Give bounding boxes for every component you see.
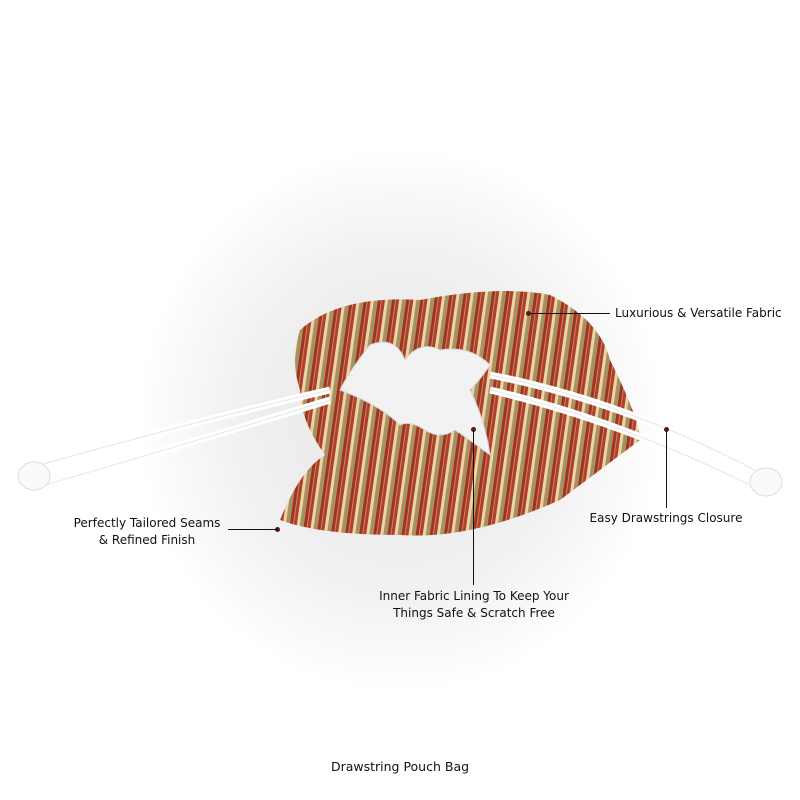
callout-dot-fabric xyxy=(526,311,531,316)
callout-seams-line2: & Refined Finish xyxy=(98,533,196,547)
drawstring-left xyxy=(39,386,332,489)
callout-lining-line2: Things Safe & Scratch Free xyxy=(393,606,555,620)
callout-line-seams xyxy=(228,529,278,530)
drawstring-toggle-left xyxy=(17,461,51,491)
callout-fabric: Luxurious & Versatile Fabric xyxy=(615,306,782,320)
callout-drawstrings: Easy Drawstrings Closure xyxy=(589,511,743,525)
product-caption: Drawstring Pouch Bag xyxy=(330,759,470,774)
callout-seams: Perfectly Tailored Seams & Refined Finis… xyxy=(62,515,232,549)
callout-lining: Inner Fabric Lining To Keep Your Things … xyxy=(364,588,584,622)
callout-dot-drawstrings xyxy=(664,427,669,432)
callout-line-lining xyxy=(473,430,474,585)
callout-lining-line1: Inner Fabric Lining To Keep Your xyxy=(379,589,569,603)
callout-line-drawstrings xyxy=(666,430,667,508)
drawstring-toggle-right xyxy=(749,467,783,497)
callout-seams-line1: Perfectly Tailored Seams xyxy=(73,516,221,530)
callout-line-fabric xyxy=(530,313,610,314)
pouch-lining xyxy=(339,341,491,457)
callout-dot-lining xyxy=(471,427,476,432)
